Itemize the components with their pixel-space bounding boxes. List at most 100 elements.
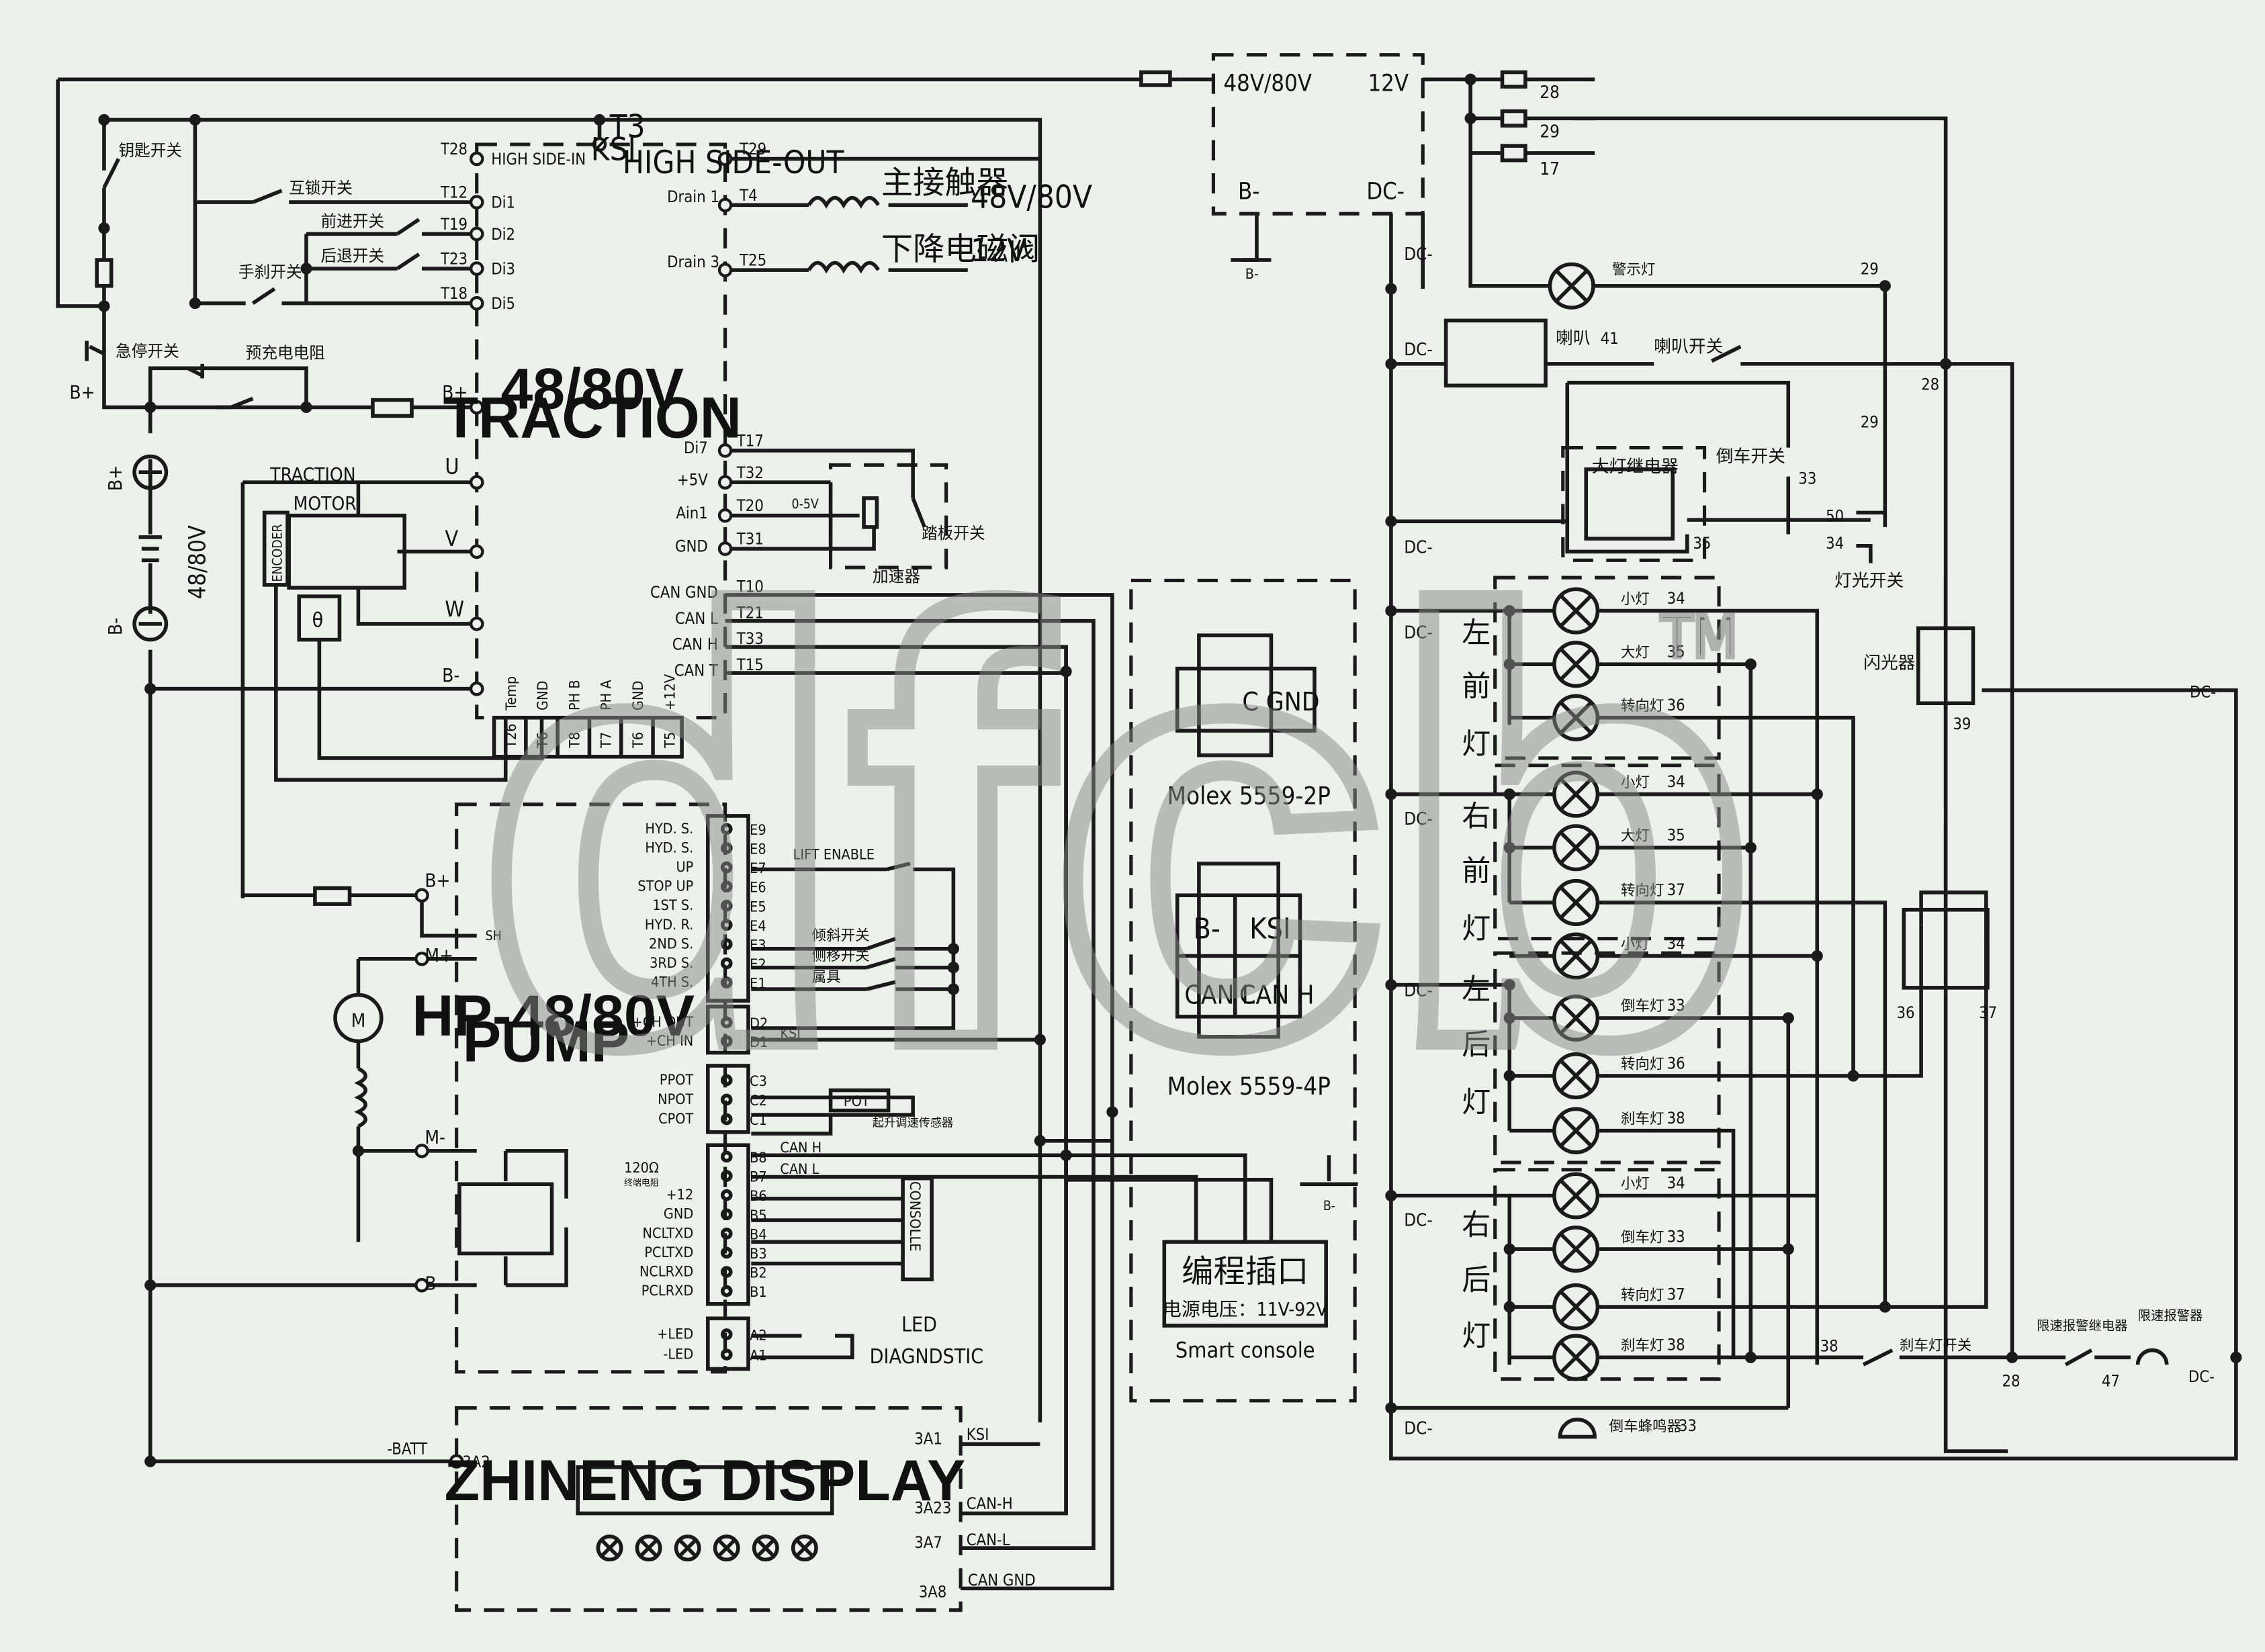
bottom-pin-id: T26 [503,723,520,748]
sh-label: SH [486,928,502,944]
tilt-switch-label: 倾斜开关 [812,927,870,944]
display-led-cross [718,1539,736,1557]
accel-pin-id: T31 [736,530,764,549]
pump-pin-id: C2 [750,1093,767,1109]
lamp-icon [1552,1107,1600,1154]
display-pin-id: 3A23 [914,1499,951,1518]
pump-pin-terminal [720,1016,733,1029]
n36: 36 [1897,1003,1915,1022]
ctrl-left-pin-name: Di3 [491,260,515,279]
pump-bplus: B+ [425,869,450,891]
lamp-num: 35 [1667,826,1685,845]
dc-neg-label: DC- [1404,809,1432,829]
can-pin-id: T15 [736,655,764,674]
display-led-icon [674,1534,701,1562]
key-switch-label: 钥匙开关 [118,141,182,160]
bottom-pin-name: PH B [566,680,583,710]
encoder-label: ENCODER [269,524,285,582]
can-pin-id: T10 [736,578,764,596]
dc-neg-label: DC- [1404,1418,1432,1438]
pump-pin-id: C1 [750,1112,767,1129]
pump-pin-id: B7 [750,1169,767,1186]
relay-num: 35 [1693,534,1711,553]
dcdc-in: 48V/80V [1223,70,1311,97]
led-label-2: DIAGNDSTIC [870,1345,984,1369]
v-label: V [445,526,458,551]
dc-neg-label: DC- [1404,623,1432,643]
ctrl-right-pin-id: T4 [739,186,758,205]
estop-label: 急停开关 [116,342,179,361]
bottom-pin-id: T6 [630,732,647,749]
pedal-switch-label: 踏板开关 [922,524,985,543]
dcdc-out: 12V [1368,70,1409,97]
display-pin-id: 3A7 [914,1533,942,1552]
display-pin-name: -BATT [387,1439,428,1458]
dcdc-dcneg: DC- [1366,179,1405,205]
led-label-1: LED [901,1314,937,1337]
molex-bneg: B- [1193,913,1220,946]
brake-n38: 38 [1820,1337,1838,1356]
lamp-num: 33 [1667,996,1685,1015]
display-led-cross [639,1539,658,1557]
ctrl-left-pin-id: T12 [440,183,468,202]
pump-bminus: B- [425,1272,442,1294]
pump-pin-id: B3 [750,1246,767,1263]
lamp-cross [1560,702,1592,734]
pump-pin-id: E4 [750,918,766,935]
buzzer-num: 33 [1679,1416,1697,1435]
pump-pin-id: E9 [750,822,766,839]
motor-label-1: TRACTION [269,463,355,486]
lamp-name: 转向灯 [1621,1287,1664,1303]
pump-pin-id: E6 [750,880,766,897]
pump-pin-terminal [720,842,733,854]
smart-console: 编程插口 电源电压：11V-92V Smart console [1163,1254,1327,1363]
theta-label: θ [312,608,324,632]
pump-pin-terminal [720,1228,733,1240]
reverse-num: 33 [1798,469,1816,488]
lamp-icon [1552,641,1600,688]
pump-pin-id: A2 [750,1328,767,1344]
pump-pin-name: 4TH S. [651,974,693,991]
display-led-cross [678,1539,697,1557]
dcdc-converter: 48V/80V 12V B- DC- B- [1223,70,1409,283]
lamp-group-label: 灯 [1462,1086,1491,1119]
pump-pin-terminal [720,938,733,950]
pump-pin-name: UP [676,859,693,876]
pump-pin-name: PPOT [660,1072,694,1089]
pump-pin-id: E1 [750,976,766,993]
ctrl-left-pin-id: T18 [440,284,468,303]
main-voltage: 48V/80V [971,179,1092,216]
u-label: U [445,453,459,479]
display-pin-name: KSI [967,1425,989,1444]
dcdc-ground: B- [1245,266,1259,283]
lamp-num: 34 [1667,589,1685,608]
can-pin-name: CAN H [672,635,718,654]
lamp-group-label: 前 [1462,855,1491,888]
pump-pin-terminal [720,1246,733,1259]
display-led-icon [596,1534,623,1562]
pump-pin-name: +12 [666,1187,693,1203]
terminal-resistor-note: 终端电阻 [624,1177,659,1188]
accelerator-label: 加速器 [873,567,920,586]
fuse-label: 29 [1540,122,1560,142]
lamp-group-label: 左 [1462,616,1491,650]
lamp-num: 36 [1667,696,1685,715]
n28: 28 [1921,375,1939,394]
lamp-name: 小灯 [1621,774,1650,791]
junction-dots [98,73,2242,1467]
can-pin-name: CAN GND [650,583,718,602]
lamp-cross [1560,1002,1592,1034]
motor-label-2: MOTOR [294,492,357,514]
display-title: ZHINENG DISPLAY [445,1449,966,1513]
pump-pin-name: -LED [663,1346,693,1363]
display-led-icon [752,1534,779,1562]
lamp-name: 小灯 [1621,936,1650,953]
lamp-name: 大灯 [1621,644,1650,661]
ksi-label: KSI [591,132,636,169]
loads: 主接触器 48V/80V 下降电磁阀 12V 0-5V 踏板开关 加速器 [792,165,1092,586]
relay-label: 大灯继电器 [1592,457,1679,477]
watermark-text: dfcb [477,491,1757,1168]
